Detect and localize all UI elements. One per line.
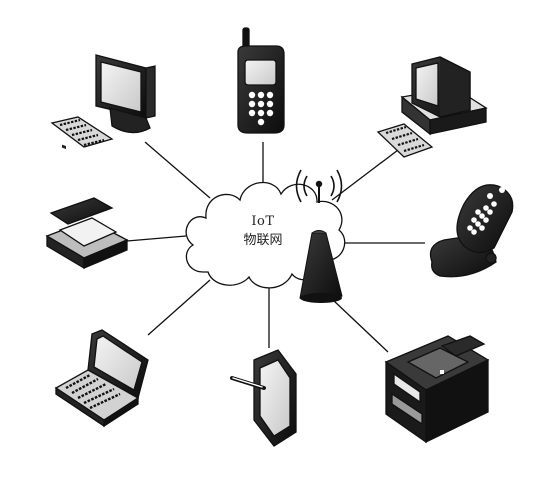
printer-icon (384, 335, 490, 444)
connector-monitor (144, 141, 211, 199)
tablet-stylus-icon (230, 349, 297, 447)
hub-label-zh: 物联网 (243, 233, 283, 248)
laptop-icon (54, 329, 149, 428)
connector-lines (126, 141, 425, 353)
mobile-phone-icon (237, 27, 285, 134)
connector-desktop (331, 149, 399, 201)
hub-label-en: IoT (251, 214, 275, 229)
connector-scanner (126, 235, 187, 242)
cloud-shape (185, 181, 346, 289)
connector-laptop (147, 279, 211, 336)
connector-printer (332, 299, 389, 353)
flip-phone-icon (429, 184, 514, 278)
desktop-computer-icon (376, 56, 488, 158)
desktop-monitor-keyboard-icon (50, 54, 156, 150)
flatbed-scanner-icon (45, 197, 129, 270)
wireless-router-icon (295, 169, 343, 303)
